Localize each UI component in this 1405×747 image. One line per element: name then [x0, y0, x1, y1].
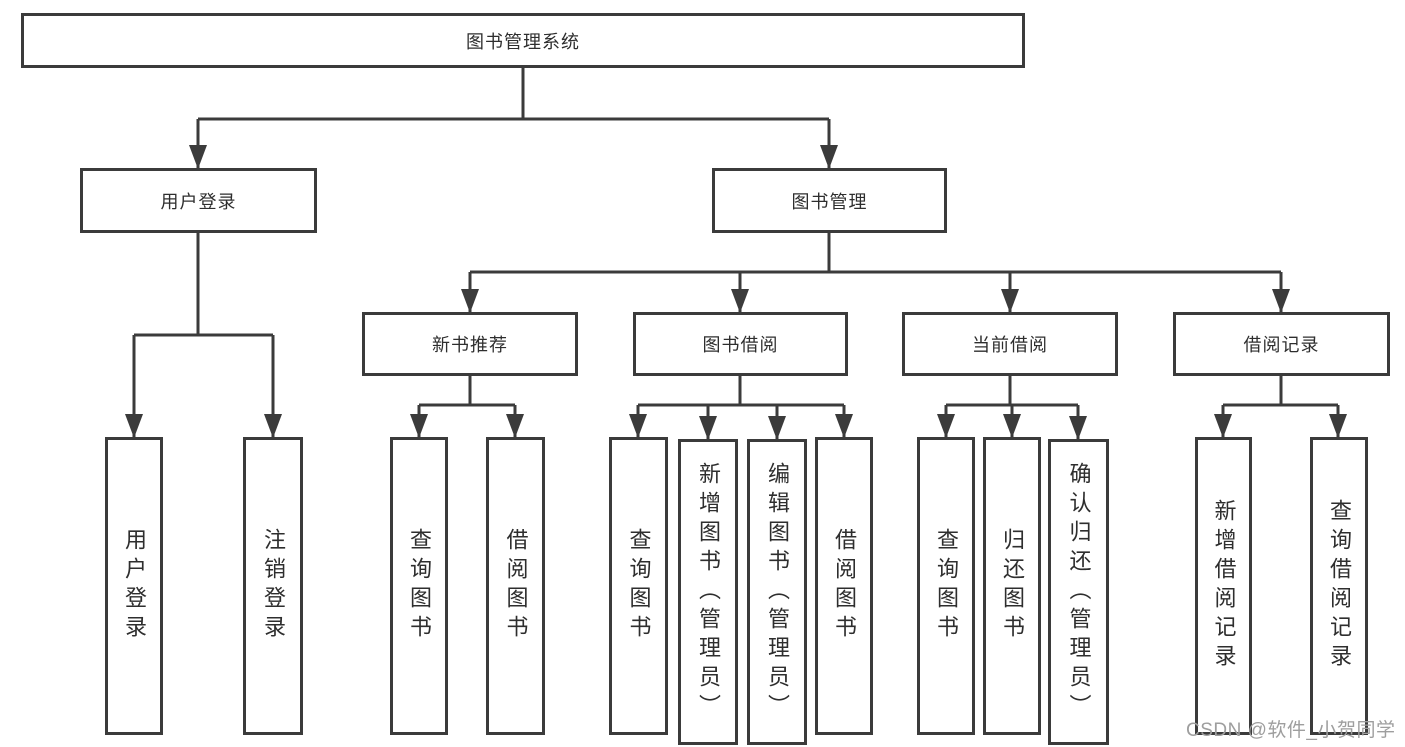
connector-current-borrowing: [946, 376, 1078, 407]
node-user-login-label: 用户登录: [160, 191, 237, 212]
node-book-management-label: 图书管理: [791, 191, 868, 212]
leaf-confirm-return-admin: 确认归还（管理员）: [1048, 439, 1109, 745]
leaf-query-books-3-label: 查询图书: [934, 528, 959, 644]
leaf-edit-book-admin: 编辑图书（管理员）: [747, 439, 807, 745]
leaf-edit-book-admin-label: 编辑图书（管理员）: [765, 461, 790, 723]
node-new-book-recommend-label: 新书推荐: [432, 335, 508, 355]
node-current-borrowing: 当前借阅: [902, 312, 1118, 376]
leaf-add-book-admin: 新增图书（管理员）: [678, 439, 738, 745]
connector-new-book-recommend: [419, 376, 515, 407]
connector-user-login: [134, 233, 273, 337]
node-book-management: 图书管理: [712, 168, 947, 233]
leaf-query-books-2: 查询图书: [609, 437, 668, 735]
leaf-borrow-books-1-label: 借阅图书: [503, 528, 529, 644]
leaf-borrow-books-2-label: 借阅图书: [832, 528, 857, 644]
node-user-login: 用户登录: [80, 168, 317, 233]
node-borrow-records-label: 借阅记录: [1243, 335, 1320, 355]
leaf-confirm-return-admin-label: 确认归还（管理员）: [1066, 461, 1092, 723]
node-current-borrowing-label: 当前借阅: [972, 335, 1048, 355]
leaf-borrow-books-2: 借阅图书: [815, 437, 873, 735]
leaf-logout: 注销登录: [243, 437, 303, 735]
leaf-add-borrow-record: 新增借阅记录: [1195, 437, 1252, 735]
connector-borrow-records: [1223, 376, 1338, 407]
leaf-query-books-2-label: 查询图书: [626, 528, 652, 644]
leaf-query-books-1-label: 查询图书: [407, 528, 432, 644]
node-book-borrowing: 图书借阅: [633, 312, 848, 376]
node-new-book-recommend: 新书推荐: [362, 312, 578, 376]
leaf-return-books-label: 归还图书: [1000, 528, 1025, 644]
leaf-return-books: 归还图书: [983, 437, 1041, 735]
leaf-logout-label: 注销登录: [261, 528, 286, 644]
node-library-system: 图书管理系统: [21, 13, 1025, 68]
csdn-watermark: CSDN @软件_小贺同学: [1186, 720, 1396, 741]
connector-root: [198, 68, 829, 121]
leaf-query-books-1: 查询图书: [390, 437, 448, 735]
node-book-borrowing-label: 图书借阅: [702, 335, 779, 355]
leaf-user-login-label: 用户登录: [122, 528, 147, 644]
connector-book-borrowing: [638, 376, 844, 407]
leaf-query-borrow-record: 查询借阅记录: [1310, 437, 1368, 735]
leaf-user-login: 用户登录: [105, 437, 163, 735]
leaf-add-borrow-record-label: 新增借阅记录: [1211, 499, 1237, 673]
leaf-borrow-books-1: 借阅图书: [486, 437, 545, 735]
connector-book-management: [470, 233, 1281, 274]
node-library-system-label: 图书管理系统: [466, 31, 580, 52]
leaf-query-books-3: 查询图书: [917, 437, 975, 735]
leaf-query-borrow-record-label: 查询借阅记录: [1327, 499, 1352, 673]
leaf-add-book-admin-label: 新增图书（管理员）: [696, 461, 721, 723]
node-borrow-records: 借阅记录: [1173, 312, 1390, 376]
